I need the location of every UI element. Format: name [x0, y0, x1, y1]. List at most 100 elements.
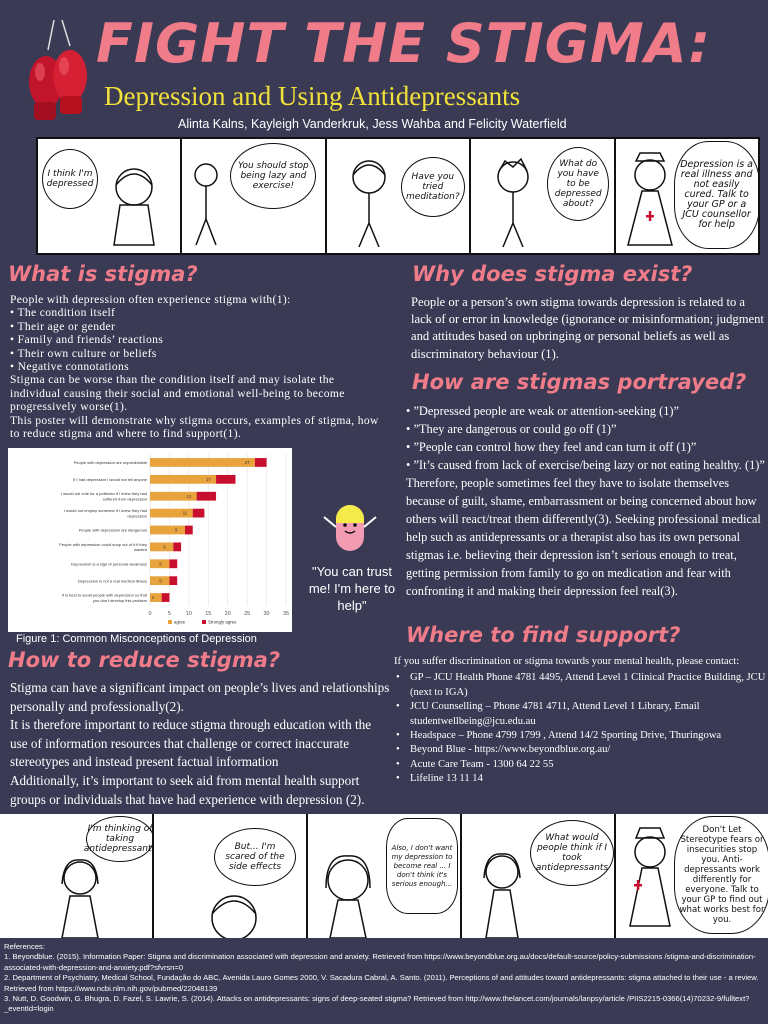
legend-label: Strongly agree: [208, 620, 237, 625]
girl-figure-icon: [352, 160, 386, 248]
bar-agree: [150, 593, 162, 602]
category-label: If I had depression I would not tell any…: [73, 477, 148, 482]
category-label: People with depression could snap out of…: [59, 542, 147, 552]
portrayed-heading: How are stigmas portrayed?: [412, 370, 747, 394]
comic-panel: What would people think if I took antide…: [462, 814, 616, 938]
poster-title: FIGHT THE STIGMA:: [96, 12, 712, 75]
support-heading: Where to find support?: [406, 623, 681, 647]
bar-agree: [150, 576, 170, 586]
top-comic-strip: I think I'm depressed You should stop be…: [36, 137, 760, 255]
bar-agree: [150, 542, 174, 552]
category-label: Depression is not a real medical illness: [78, 578, 147, 583]
girl-figure-icon: [113, 168, 155, 246]
why-exist-text: People or a person’s own stigma towards …: [411, 295, 764, 361]
data-label: 17: [206, 477, 211, 482]
bar-agree: [150, 474, 217, 484]
x-tick-label: 25: [244, 611, 250, 617]
bar-agree: [150, 458, 255, 467]
legend-swatch: [202, 620, 206, 624]
x-tick-label: 15: [205, 611, 211, 617]
reference-item: 2. Department of Psychiatry, Medical Sch…: [4, 973, 759, 993]
support-list: GP – JCU Health Phone 4781 4495, Attend …: [394, 671, 766, 787]
x-tick-label: 5: [168, 611, 171, 617]
girl-figure-icon: [483, 853, 521, 938]
speech-bubble: I'm thinking of taking antidepressants: [84, 816, 156, 862]
how-to-reduce-heading: How to reduce stigma?: [8, 648, 281, 672]
list-item: ”People can control how they feel and ca…: [406, 438, 768, 456]
list-item: Their age or gender: [10, 320, 382, 333]
bar-agree: [150, 525, 185, 535]
data-label: 5: [159, 578, 162, 583]
bottom-comic-strip: I'm thinking of taking antidepressants B…: [0, 814, 768, 938]
support-intro: If you suffer discrimination or stigma t…: [394, 656, 740, 667]
x-tick-label: 10: [186, 611, 192, 617]
bar-strongly-agree: [184, 525, 193, 535]
category-label: Depression is a sign of personal weaknes…: [71, 561, 147, 566]
list-item: JCU Counselling – Phone 4781 4711, Atten…: [394, 700, 766, 729]
how-to-reduce-text: Stigma can have a significant impact on …: [10, 679, 390, 809]
girl-figure-icon: [325, 855, 371, 938]
list-item: Their own culture or beliefs: [10, 347, 382, 360]
girl-figure-icon: [61, 859, 99, 938]
comic-panel: Don't Let Stereotype fears or insecuriti…: [616, 814, 768, 938]
comic-panel: I think I'm depressed: [38, 139, 183, 253]
reduce-paragraph: Additionally, it’s important to seek aid…: [10, 772, 365, 807]
references: References: 1. Beyondblue. (2015). Infor…: [4, 942, 764, 1015]
boxing-gloves-icon: [29, 20, 87, 120]
data-label: 6: [163, 544, 166, 549]
bar-agree: [150, 559, 170, 569]
list-item: ”It’s caused from lack of exercise/being…: [406, 456, 768, 474]
speech-bubble: But... I'm scared of the side effects: [214, 828, 296, 886]
data-label: 9: [175, 528, 178, 533]
speech-bubble: What would people think if I took antide…: [530, 820, 614, 886]
category-label: I would not vote for a politician if I k…: [61, 491, 147, 501]
list-item: Lifeline 13 11 14: [394, 772, 766, 787]
reduce-paragraph: Stigma can have a significant impact on …: [10, 680, 390, 714]
references-heading: References:: [4, 942, 45, 951]
stick-figure-icon: [194, 163, 219, 246]
category-label: It is best to avoid people with depressi…: [62, 593, 148, 603]
bar-strongly-agree: [169, 576, 178, 586]
comic-panel: But... I'm scared of the side effects: [154, 814, 308, 938]
what-is-stigma-heading: What is stigma?: [8, 262, 198, 286]
bar-strongly-agree: [161, 593, 170, 602]
x-tick-label: 0: [148, 611, 151, 617]
bar-strongly-agree: [192, 508, 205, 518]
nurse-figure-icon: [626, 152, 673, 246]
comic-panel: What do you have to be depressed about?: [471, 139, 616, 253]
list-item: GP – JCU Health Phone 4781 4495, Attend …: [394, 671, 766, 700]
data-label: 11: [183, 511, 188, 516]
boy-figure-icon: [497, 157, 529, 248]
portrayed-paragraph: Therefore, people sometimes feel they ha…: [406, 476, 761, 598]
poster-subtitle: Depression and Using Antidepressants: [104, 81, 521, 111]
girl-face-icon: [211, 895, 257, 938]
list-item: ”Depressed people are weak or attention-…: [406, 402, 768, 420]
portrayed-list: ”Depressed people are weak or attention-…: [406, 402, 768, 474]
stigma-list: The condition itself Their age or gender…: [10, 306, 382, 373]
stigma-intro: People with depression often experience …: [10, 293, 291, 306]
bar-strongly-agree: [216, 474, 236, 484]
reduce-paragraph: It is therefore important to reduce stig…: [10, 717, 372, 770]
x-tick-label: 20: [225, 611, 231, 617]
category-label: I would not employ someone if I knew the…: [64, 508, 147, 518]
speech-bubble: You should stop being lazy and exercise!: [230, 143, 317, 209]
data-label: 3: [152, 595, 155, 600]
bar-strongly-agree: [196, 491, 217, 501]
chart-caption: Figure 1: Common Misconceptions of Depre…: [16, 633, 257, 645]
data-label: 27: [245, 460, 250, 465]
category-label: People with depression are dangerous: [79, 528, 147, 533]
bar-agree: [150, 508, 193, 518]
comic-panel: Have you tried meditation?: [326, 139, 472, 253]
list-item: Family and friends’ reactions: [10, 333, 382, 346]
bar-agree: [150, 491, 197, 501]
list-item: Acute Care Team - 1300 64 22 55: [394, 758, 766, 773]
stigma-paragraph: Stigma can be worse than the condition i…: [10, 373, 345, 414]
speech-bubble: Also, I don't want my depression to beco…: [386, 818, 458, 914]
comic-panel: Depression is a real illness and not eas…: [615, 139, 758, 253]
portrayed-text: ”Depressed people are weak or attention-…: [406, 402, 768, 600]
bar-strongly-agree: [173, 542, 182, 552]
reference-item: 3. Nutt, D. Goodwin, G. Bhugra, D. Fazel…: [4, 994, 750, 1014]
reference-item: 1. Beyondblue. (2015). Information Paper…: [4, 952, 756, 972]
